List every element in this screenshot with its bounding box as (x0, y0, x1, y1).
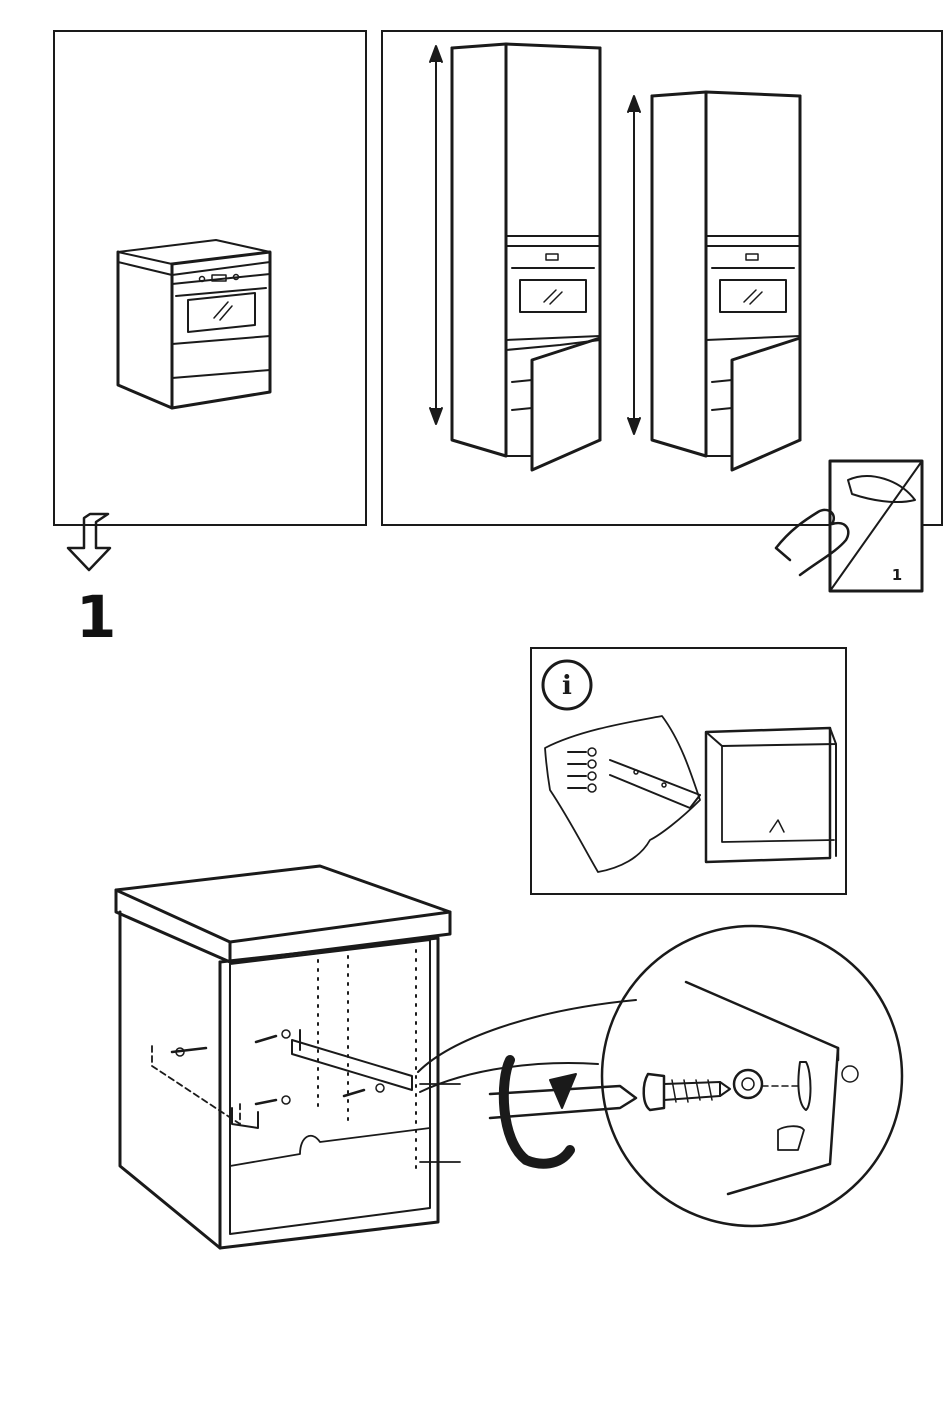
cabinet-large (116, 866, 460, 1248)
hardware-bag (545, 716, 700, 872)
oven-cabinet-small (118, 240, 270, 408)
tall-cabinet-b (628, 92, 800, 470)
page-turn-label: 1 (892, 566, 902, 584)
screw-icon (644, 1074, 730, 1110)
down-arrow-icon (68, 514, 110, 570)
info-glyph: i (562, 671, 572, 701)
washer-icon (734, 1070, 800, 1098)
cabinet-frame-small (706, 728, 836, 862)
step-number: 1 (76, 588, 116, 646)
screwdriver-icon (490, 1060, 636, 1164)
tall-cabinet-a (430, 44, 600, 470)
